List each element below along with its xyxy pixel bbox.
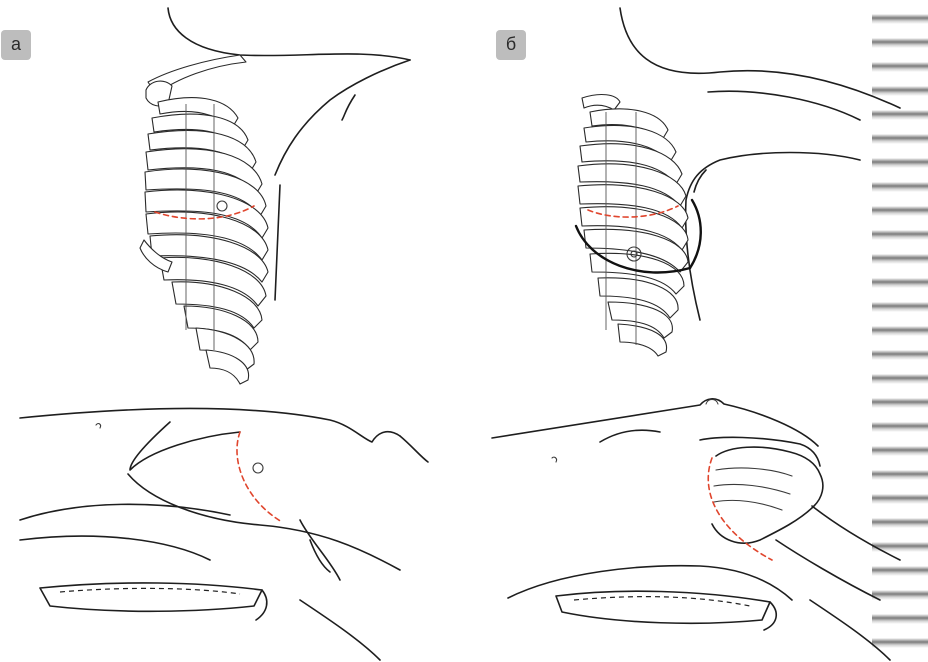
panel-a-arm-lower — [128, 474, 400, 570]
panel-b-arm-raise — [686, 153, 860, 321]
panel-b-table-top — [556, 591, 770, 623]
panel-label-a: а — [1, 30, 31, 60]
panel-b-lateral-incision — [708, 458, 772, 560]
panel-a-lateral-incision — [237, 432, 282, 522]
panel-a-shoulder-line — [168, 8, 410, 60]
panel-label-b: б — [496, 30, 526, 60]
panel-a-torso-edge — [275, 185, 280, 300]
panel-b-ribcage — [576, 8, 900, 356]
panel-b-breast-outline — [700, 437, 820, 466]
panel-a-ribcage — [140, 8, 410, 384]
panel-a-arm-upper — [130, 422, 240, 470]
panel-a-lateral-nipple — [253, 463, 263, 473]
panel-a-back-line — [342, 95, 355, 120]
panel-a-table-top — [40, 583, 262, 611]
panel-b-lateral-view — [492, 399, 900, 660]
panel-b-forearm — [812, 506, 900, 560]
panel-b-hand — [712, 447, 823, 543]
panel-a-lateral-view — [20, 408, 428, 660]
